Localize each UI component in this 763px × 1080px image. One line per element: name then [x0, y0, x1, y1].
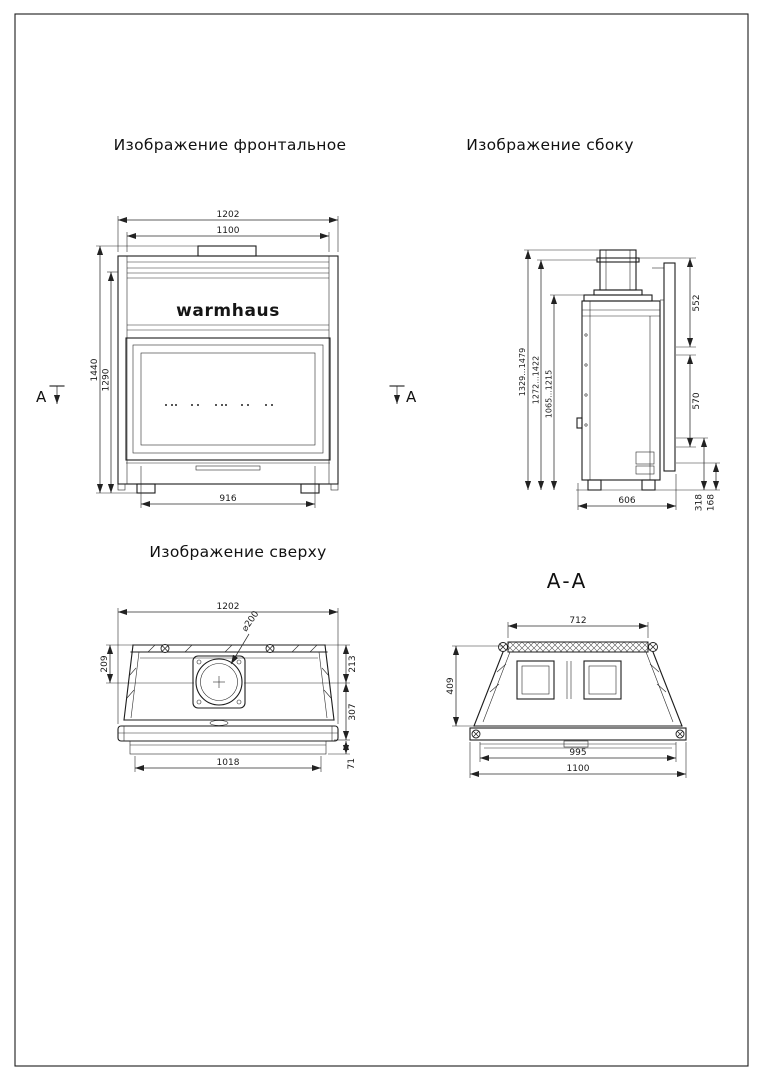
bolt-icon — [265, 644, 275, 653]
top-dim-flue-offset-left: 209 — [100, 644, 194, 684]
side-dim-flue-height-range: 1272...1422 — [532, 259, 597, 490]
view-section-aa: А-А — [446, 569, 687, 778]
view-frontal: Изображение фронтальное warmhaus — [36, 136, 417, 508]
section-marker-letter: А — [406, 388, 417, 406]
frontal-dim-overall-height: 1440 — [90, 245, 198, 494]
section-dim-outer-width: 1100 — [469, 742, 687, 778]
rear-shield — [663, 262, 676, 472]
frontal-dim-body-height: 1290 — [102, 271, 118, 493]
top-view-title: Изображение сверху — [149, 543, 326, 561]
dim-text: 209 — [100, 655, 110, 672]
door-perforation-dots — [165, 404, 273, 406]
top-dim-right-depth: 307 — [334, 683, 358, 741]
section-marker-right: А — [389, 385, 417, 406]
foot-right — [300, 483, 320, 494]
side-dim-body-height-range: 1065...1215 — [545, 294, 584, 490]
side-dim-glass-height: 570 — [676, 354, 702, 448]
bolt-icon — [471, 729, 481, 739]
dim-text: 712 — [569, 616, 586, 626]
dim-text: 307 — [348, 703, 358, 720]
flue-pipe — [599, 249, 637, 291]
dim-text: 1100 — [217, 226, 240, 236]
dim-text: 916 — [219, 494, 236, 504]
top-dim-front-lip: 71 — [328, 741, 357, 769]
dim-text: 1329...1479 — [518, 348, 527, 396]
door-handle — [576, 417, 583, 429]
dim-text: 552 — [692, 294, 702, 311]
dim-text: 570 — [692, 392, 702, 409]
dim-text: 71 — [347, 758, 357, 769]
dim-text: 1018 — [217, 758, 240, 768]
top-dim-flue-diameter: ⌀200 — [230, 609, 262, 665]
dim-text: 409 — [446, 677, 456, 694]
dim-text: 1065...1215 — [545, 370, 554, 418]
dim-text: 1202 — [217, 210, 240, 220]
frontal-view-title: Изображение фронтальное — [114, 136, 347, 154]
section-dim-top-width: 712 — [507, 616, 649, 638]
side-dim-upper: 552 — [639, 257, 702, 348]
side-dim-lower-rear: 318 — [676, 437, 708, 511]
air-channel-left — [516, 660, 555, 700]
bolt-icon — [675, 729, 685, 739]
dim-text: ⌀200 — [240, 609, 261, 633]
section-dim-height: 409 — [446, 645, 503, 727]
flue-opening — [195, 658, 243, 706]
dim-text: 318 — [695, 494, 705, 511]
section-view-title: А-А — [547, 569, 588, 593]
top-body — [117, 644, 339, 755]
flue-plate — [192, 655, 246, 709]
top-dim-right-offset: 213 — [244, 644, 358, 684]
front-frame — [117, 725, 339, 742]
section-dim-inner-width: 995 — [479, 742, 677, 762]
section-marker-letter: А — [36, 388, 47, 406]
frontal-dim-glass-width: 916 — [140, 466, 316, 508]
section-marker-left: А — [36, 385, 65, 406]
dim-text: 1272...1422 — [532, 356, 541, 404]
side-dim-depth: 606 — [577, 474, 677, 510]
dim-text: 213 — [348, 655, 358, 672]
brand-logo: warmhaus — [176, 301, 280, 321]
dim-text: 1440 — [90, 358, 100, 381]
frontal-body: warmhaus — [117, 245, 339, 494]
bolt-icon — [498, 642, 508, 652]
section-body — [469, 641, 687, 749]
glass-door — [125, 337, 331, 461]
side-view-title: Изображение сбоку — [466, 136, 634, 154]
side-dim-overall-height-range: 1329...1479 — [518, 249, 600, 490]
view-top: Изображение сверху — [100, 543, 358, 772]
side-dim-lower-front: 168 — [676, 462, 720, 511]
top-dim-front-width: 1018 — [134, 756, 322, 772]
top-dim-overall-width: 1202 — [117, 602, 339, 724]
bolt-icon — [160, 644, 170, 653]
dim-text: 1290 — [102, 368, 112, 391]
foot-left — [136, 483, 156, 494]
side-body — [576, 249, 720, 491]
bolt-icon — [648, 642, 658, 652]
door-latch — [209, 720, 229, 726]
insulation-band — [507, 641, 649, 653]
latch-detail — [563, 740, 589, 748]
dim-text: 995 — [569, 748, 586, 758]
dim-text: 1202 — [217, 602, 240, 612]
dim-text: 168 — [707, 494, 717, 511]
dim-text: 606 — [618, 496, 635, 506]
air-channel-right — [583, 660, 622, 700]
sheet-border — [14, 13, 749, 1067]
dim-text: 1100 — [567, 764, 590, 774]
frontal-dim-body-width: 1100 — [126, 226, 330, 252]
view-side: Изображение сбоку — [466, 136, 720, 511]
